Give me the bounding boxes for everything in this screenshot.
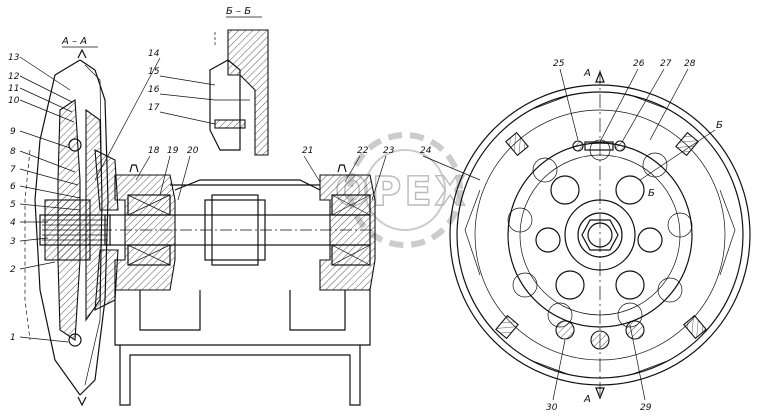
callout-8: 8 bbox=[10, 147, 16, 157]
callout-17: 17 bbox=[148, 103, 160, 113]
callout-4: 4 bbox=[10, 218, 16, 228]
section-bb-view bbox=[209, 29, 269, 156]
callout-14: 14 bbox=[148, 49, 160, 59]
shaft-assembly-view bbox=[100, 164, 376, 406]
section-aa-view bbox=[24, 48, 119, 407]
callouts-right: 25 26 27 28 29 30 bbox=[546, 59, 696, 413]
callout-10: 10 bbox=[8, 96, 20, 106]
section-aa-label: А – А bbox=[61, 36, 87, 47]
callout-23: 23 bbox=[383, 146, 395, 156]
callouts-left: 13 12 11 10 9 8 7 6 5 4 3 2 1 bbox=[8, 53, 81, 343]
callout-15: 15 bbox=[148, 67, 160, 77]
callout-21: 21 bbox=[302, 146, 313, 156]
callout-27: 27 bbox=[660, 59, 672, 69]
callout-9: 9 bbox=[10, 127, 16, 137]
callout-22: 22 bbox=[357, 146, 369, 156]
callout-20: 20 bbox=[187, 146, 199, 156]
callout-29: 29 bbox=[640, 403, 652, 413]
front-view bbox=[449, 70, 751, 400]
callout-6: 6 bbox=[10, 182, 16, 192]
section-b-center-label: Б bbox=[648, 188, 655, 199]
callout-3: 3 bbox=[10, 237, 16, 247]
callout-25: 25 bbox=[553, 59, 565, 69]
callout-28: 28 bbox=[684, 59, 696, 69]
callout-7: 7 bbox=[10, 165, 16, 175]
callout-12: 12 bbox=[8, 72, 20, 82]
section-bb-label: Б – Б bbox=[226, 6, 251, 17]
callouts-top: 14 15 16 17 18 19 20 21 22 23 24 bbox=[94, 49, 481, 201]
callout-18: 18 bbox=[148, 146, 160, 156]
callout-30: 30 bbox=[546, 403, 558, 413]
callout-5: 5 bbox=[10, 200, 16, 210]
callout-16: 16 bbox=[148, 85, 160, 95]
section-a-bottom-label: А bbox=[583, 394, 591, 405]
section-a-top-label: А bbox=[583, 68, 591, 79]
section-b-right-label: Б bbox=[716, 120, 723, 131]
callout-11: 11 bbox=[8, 84, 19, 94]
callout-13: 13 bbox=[8, 53, 20, 63]
callout-19: 19 bbox=[167, 146, 179, 156]
callout-1: 1 bbox=[10, 333, 16, 343]
callout-2: 2 bbox=[10, 265, 16, 275]
callout-24: 24 bbox=[420, 146, 432, 156]
callout-26: 26 bbox=[633, 59, 645, 69]
